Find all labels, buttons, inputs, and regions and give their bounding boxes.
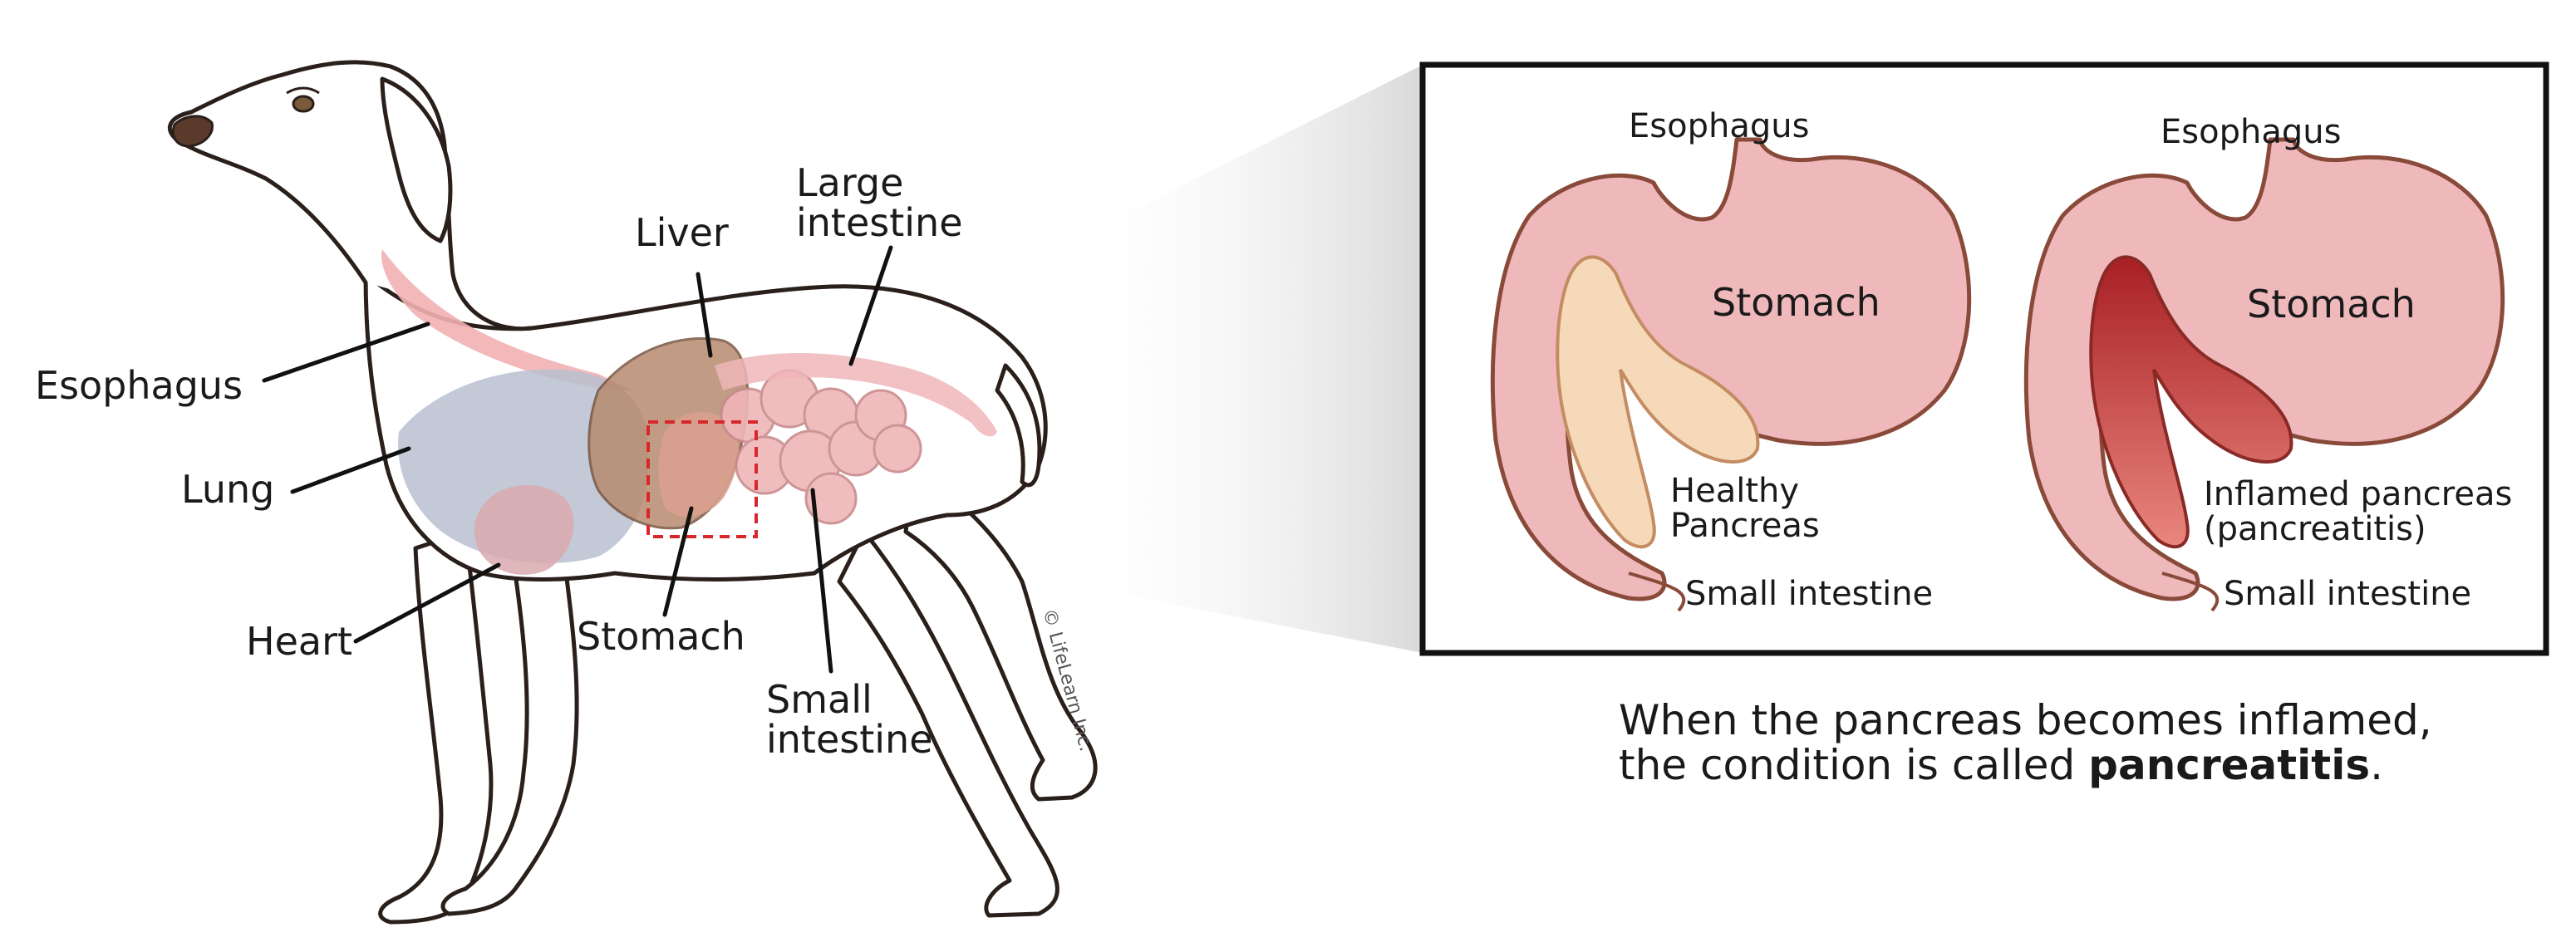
- caption-line1: When the pancreas becomes inflamed,: [1619, 696, 2432, 744]
- label-liver: Liver: [635, 210, 729, 255]
- inflamed-stomach-view: Esophagus Stomach Inflamed pancreas (pan…: [2023, 113, 2512, 613]
- lung-organ: [398, 369, 649, 563]
- zoom-beam: [1055, 65, 1423, 653]
- label-stomach: Stomach: [577, 614, 745, 659]
- left-labels: Esophagus Lung Heart Liver Stomach Large…: [35, 160, 963, 762]
- label-small-intestine-line1: Small: [766, 677, 873, 722]
- healthy-stomach-shape: [1490, 137, 1972, 601]
- label-small-intestine-line2: intestine: [766, 717, 933, 762]
- inflamed-small-intestine-label: Small intestine: [2224, 575, 2471, 613]
- label-lung: Lung: [181, 467, 274, 512]
- dog-illustration: © LifeLearn Inc.: [167, 60, 1098, 925]
- label-large-intestine-line1: Large: [796, 160, 903, 205]
- inflamed-stomach-label: Stomach: [2247, 282, 2416, 326]
- inflamed-pancreas-shape: [2089, 255, 2293, 549]
- small-intestine-organ: [720, 369, 922, 525]
- dog-eye: [292, 95, 315, 113]
- healthy-pancreas-label-line2: Pancreas: [1670, 507, 1820, 545]
- stomach-organ: [658, 412, 739, 518]
- pancreas-highlight-box: [646, 420, 758, 538]
- caption: When the pancreas becomes inflamed, the …: [1619, 696, 2432, 789]
- healthy-stomach-view: Esophagus Stomach Healthy Pancreas Small…: [1490, 107, 1972, 613]
- healthy-small-intestine-label: Small intestine: [1685, 575, 1933, 613]
- large-intestine-organ: [715, 353, 997, 437]
- inflamed-esophagus-label: Esophagus: [2161, 113, 2341, 151]
- healthy-esophagus-label: Esophagus: [1629, 107, 1809, 145]
- inflamed-pancreas-label-line1: Inflamed pancreas: [2204, 475, 2512, 513]
- caption-line2-prefix: the condition is called: [1619, 741, 2088, 789]
- inflamed-stomach-shape: [2023, 137, 2505, 601]
- caption-line2-suffix: .: [2370, 741, 2383, 789]
- heart-organ: [474, 484, 574, 575]
- healthy-stomach-label: Stomach: [1712, 280, 1880, 325]
- healthy-pancreas-label-line1: Healthy: [1670, 472, 1799, 510]
- label-esophagus: Esophagus: [35, 363, 243, 408]
- label-large-intestine-line2: intestine: [796, 200, 963, 245]
- label-heart: Heart: [246, 619, 352, 664]
- caption-line2-bold: pancreatitis: [2088, 741, 2370, 789]
- caption-line2: the condition is called pancreatitis.: [1619, 741, 2383, 789]
- healthy-pancreas-shape: [1556, 255, 1760, 549]
- esophagus-organ: [381, 249, 632, 390]
- dog-nose: [171, 115, 214, 148]
- inflamed-pancreas-label-line2: (pancreatitis): [2204, 510, 2426, 548]
